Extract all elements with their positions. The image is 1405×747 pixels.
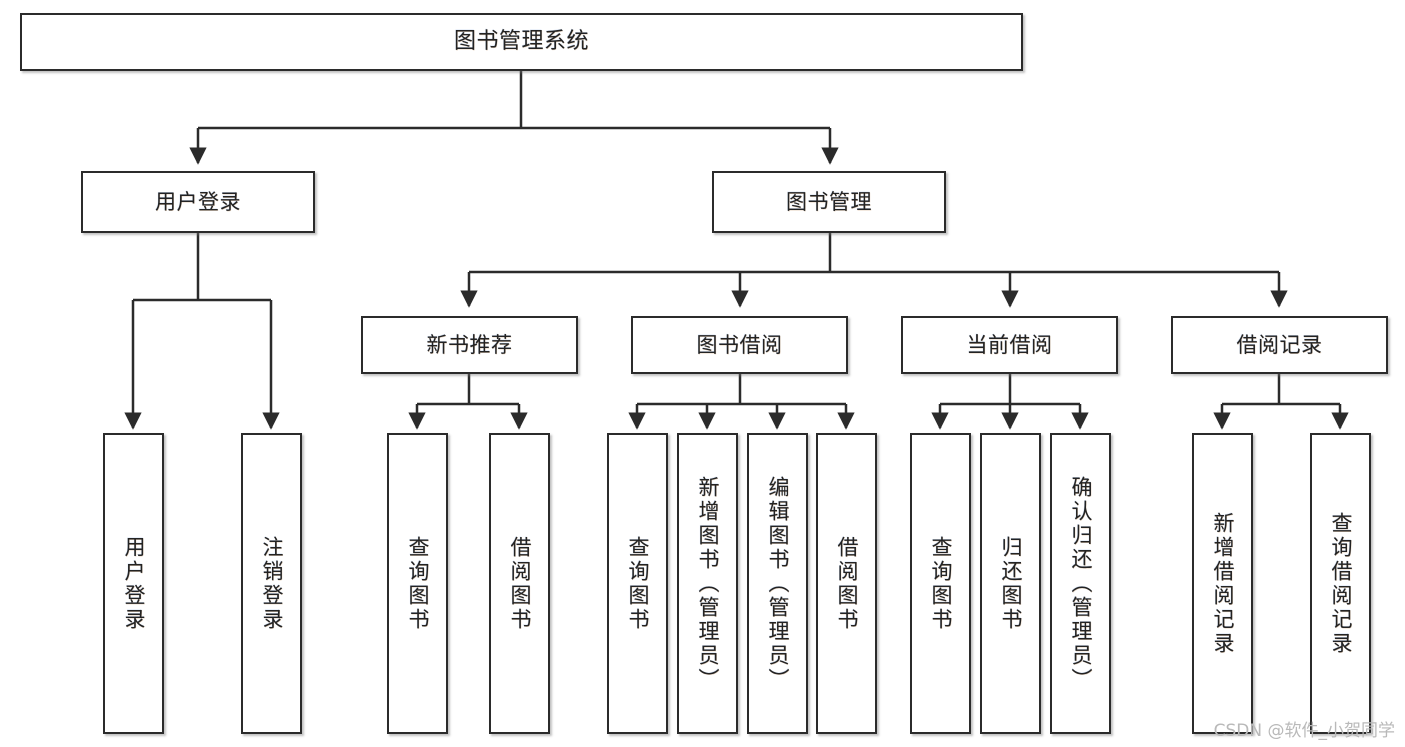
node-label: 新书推荐 <box>426 332 513 357</box>
node-label: 归还图书 <box>999 535 1023 632</box>
node-new-book-recommend[interactable]: 新书推荐 <box>361 316 578 374</box>
leaf-current-borrow-return[interactable]: 归还图书 <box>980 433 1041 734</box>
node-label: 查询图书 <box>406 535 430 632</box>
leaf-new-book-borrow[interactable]: 借阅图书 <box>489 433 550 734</box>
leaf-user-login-logout[interactable]: 注销登录 <box>241 433 302 734</box>
node-label: 查询图书 <box>626 535 650 632</box>
node-label: 借阅记录 <box>1236 332 1323 357</box>
node-label: 新增图书（管理员） <box>696 475 720 692</box>
watermark-text: CSDN @软件_小贺同学 <box>1213 721 1395 741</box>
node-label: 图书管理 <box>786 189 872 214</box>
node-book-borrow[interactable]: 图书借阅 <box>631 316 848 374</box>
node-user-login[interactable]: 用户登录 <box>81 171 315 233</box>
node-current-borrow[interactable]: 当前借阅 <box>901 316 1118 374</box>
node-label: 借阅图书 <box>508 535 532 632</box>
leaf-borrow-record-query[interactable]: 查询借阅记录 <box>1310 433 1371 734</box>
node-label: 借阅图书 <box>835 535 859 632</box>
node-label: 注销登录 <box>260 535 284 632</box>
leaf-borrow-record-add[interactable]: 新增借阅记录 <box>1192 433 1253 734</box>
leaf-new-book-query[interactable]: 查询图书 <box>387 433 448 734</box>
leaf-current-borrow-confirm-return[interactable]: 确认归还（管理员） <box>1050 433 1111 734</box>
node-label: 用户登录 <box>122 535 146 632</box>
leaf-book-borrow-add[interactable]: 新增图书（管理员） <box>677 433 738 734</box>
leaf-current-borrow-query[interactable]: 查询图书 <box>910 433 971 734</box>
node-label: 新增借阅记录 <box>1211 511 1235 656</box>
leaf-book-borrow-query[interactable]: 查询图书 <box>607 433 668 734</box>
node-label: 图书管理系统 <box>453 28 589 54</box>
node-label: 图书借阅 <box>696 332 783 357</box>
node-borrow-record[interactable]: 借阅记录 <box>1171 316 1388 374</box>
node-label: 查询图书 <box>929 535 953 632</box>
leaf-book-borrow-edit[interactable]: 编辑图书（管理员） <box>747 433 808 734</box>
node-label: 用户登录 <box>155 189 241 214</box>
node-label: 确认归还（管理员） <box>1069 475 1093 692</box>
node-book-management[interactable]: 图书管理 <box>712 171 946 233</box>
node-label: 查询借阅记录 <box>1329 511 1353 656</box>
leaf-user-login-login[interactable]: 用户登录 <box>103 433 164 734</box>
node-label: 当前借阅 <box>966 332 1053 357</box>
node-label: 编辑图书（管理员） <box>766 475 790 692</box>
node-root-system[interactable]: 图书管理系统 <box>20 13 1023 71</box>
leaf-book-borrow-borrow[interactable]: 借阅图书 <box>816 433 877 734</box>
